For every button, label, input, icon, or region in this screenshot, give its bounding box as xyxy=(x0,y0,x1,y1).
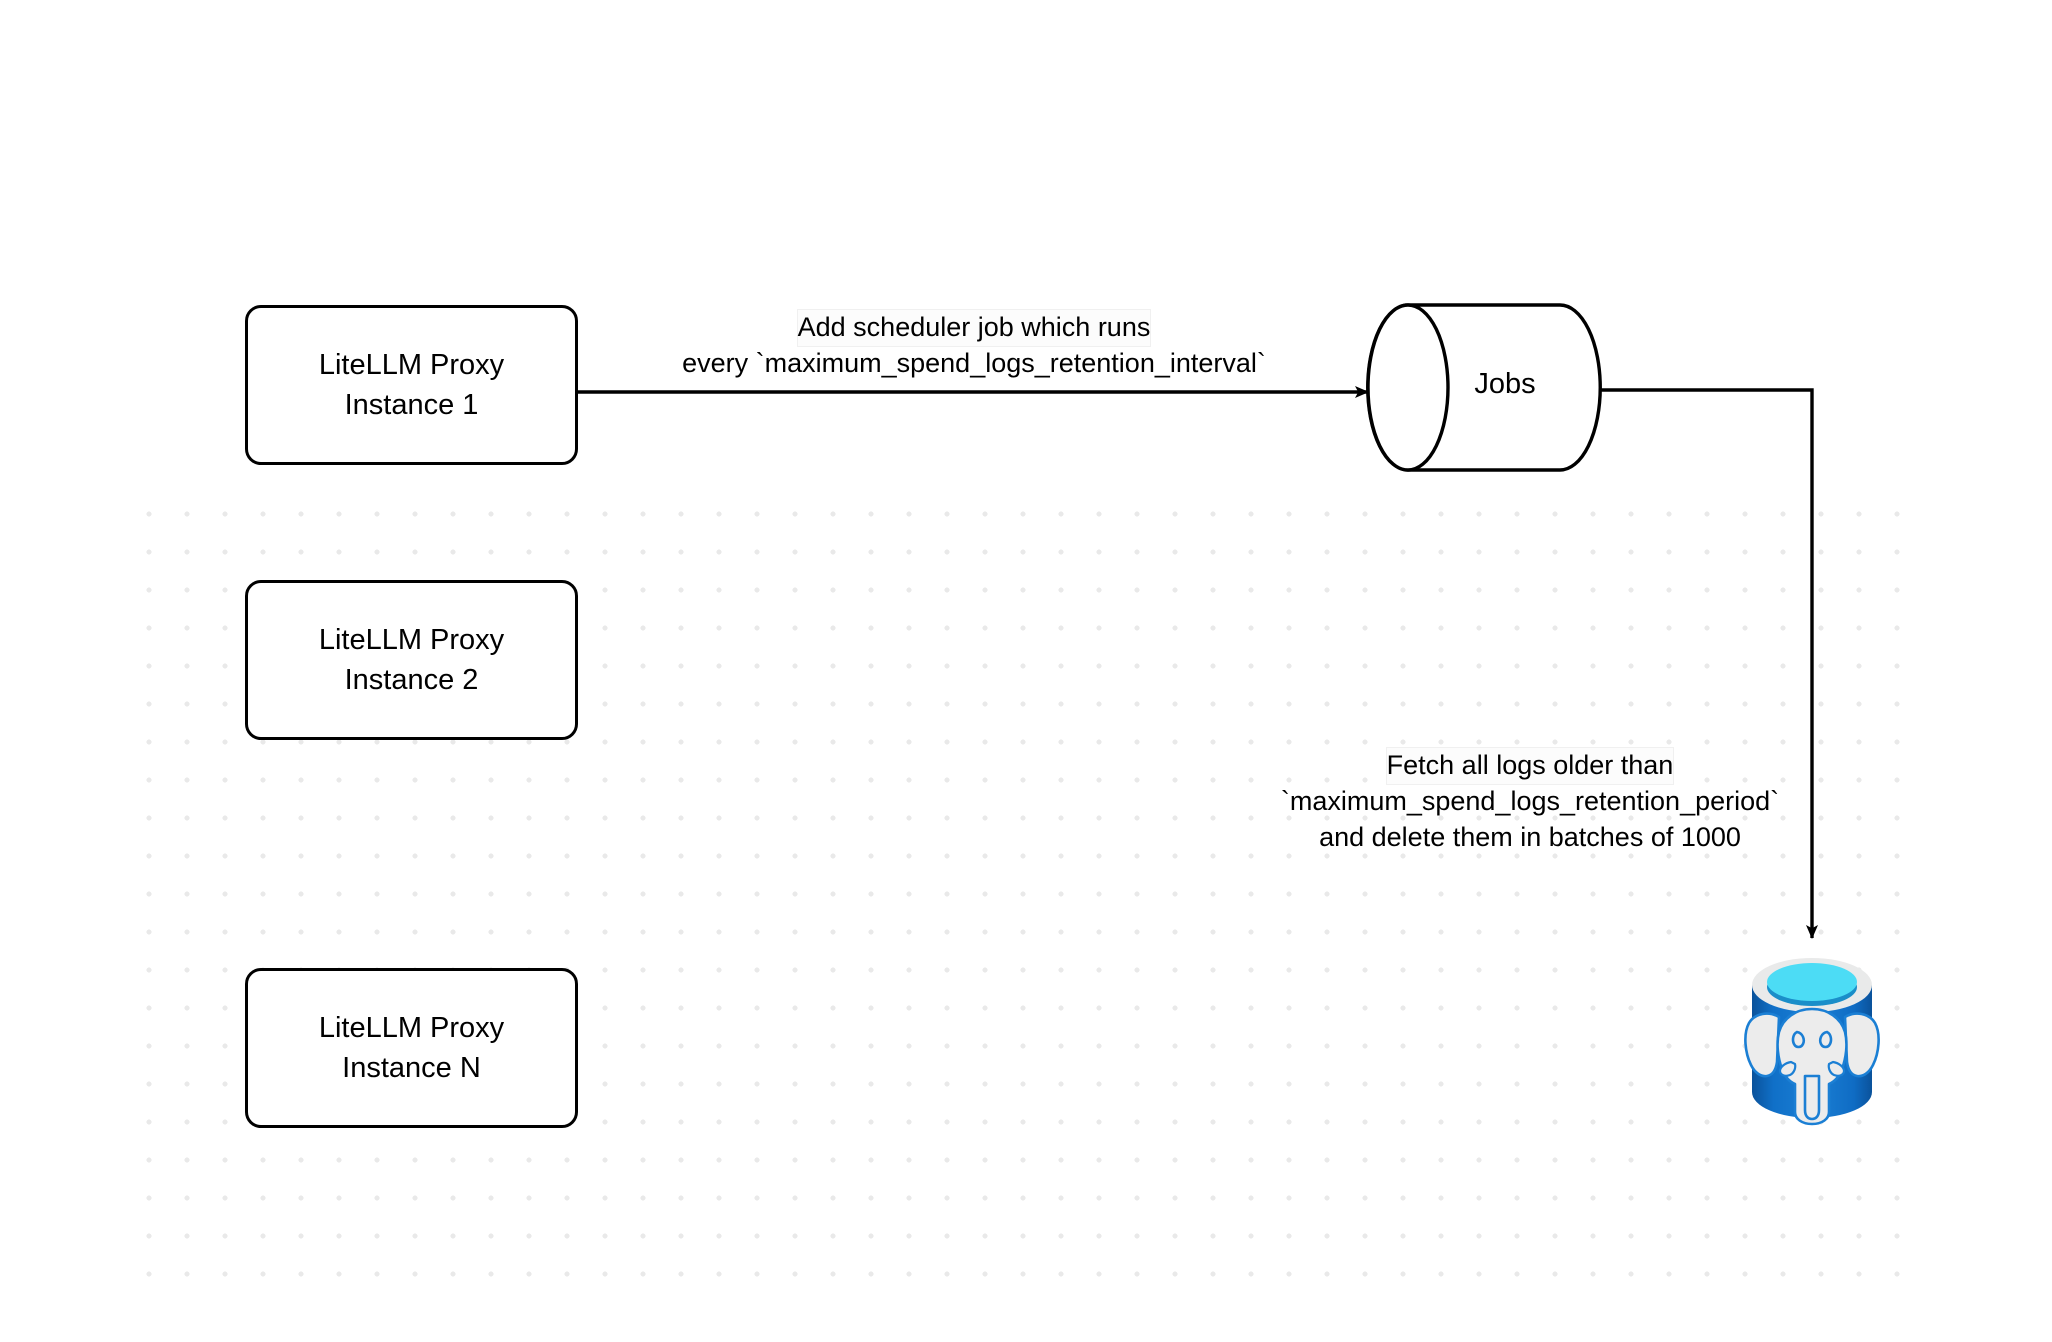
node-label-line2: Instance 1 xyxy=(344,389,479,421)
edge-label-line-1: Fetch all logs older than xyxy=(1386,748,1674,784)
edge-label-scheduler: Add scheduler job which runs every `maxi… xyxy=(578,310,1370,382)
edge-jobs-to-postgres xyxy=(1600,388,1818,939)
node-label-line1: LiteLLM Proxy xyxy=(318,1011,505,1044)
edge-label-fetch: Fetch all logs older than `maximum_spend… xyxy=(1250,748,1810,856)
node-label-line2: Instance N xyxy=(342,1052,481,1084)
edge-label-line-2: every `maximum_spend_logs_retention_inte… xyxy=(682,347,1266,378)
edge-label-line-1: Add scheduler job which runs xyxy=(797,310,1151,346)
postgres-database-icon xyxy=(1744,958,1880,1126)
edge-label-line-2: `maximum_spend_logs_retention_period` xyxy=(1280,785,1780,816)
node-label-line1: LiteLLM Proxy xyxy=(318,623,505,656)
node-litellm-proxy-instance-1[interactable]: LiteLLM Proxy Instance 1 xyxy=(245,305,578,465)
node-label-line2: Instance 2 xyxy=(344,664,479,696)
node-litellm-proxy-instance-n[interactable]: LiteLLM Proxy Instance N xyxy=(245,968,578,1128)
node-label-line1: LiteLLM Proxy xyxy=(318,348,505,381)
node-jobs-label: Jobs xyxy=(1474,368,1536,400)
edge-label-line-3: and delete them in batches of 1000 xyxy=(1319,821,1741,852)
node-litellm-proxy-instance-2[interactable]: LiteLLM Proxy Instance 2 xyxy=(245,580,578,740)
